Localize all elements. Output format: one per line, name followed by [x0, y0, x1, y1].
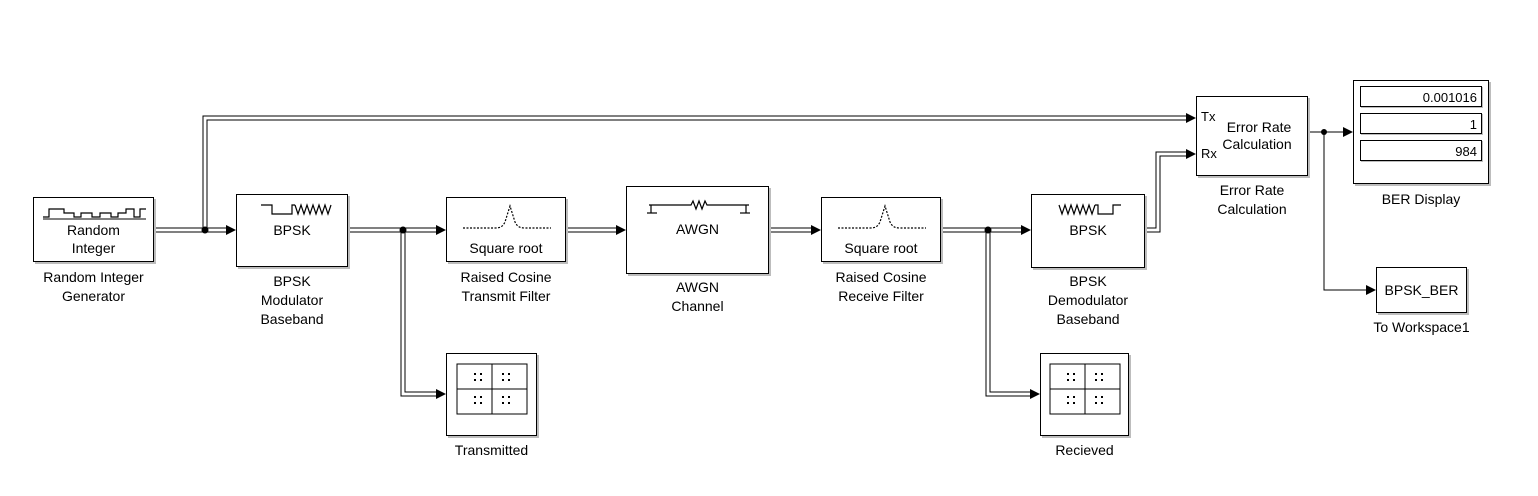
- arrowheads: [226, 113, 1376, 399]
- awgn-caption: AWGN Channel: [671, 279, 724, 314]
- to-workspace-caption: To Workspace1: [1373, 319, 1470, 335]
- line-randint-to-errorrate-tx: [202, 115, 1186, 230]
- line-bpsk-to-txfilter: [348, 227, 436, 233]
- bpsk-demodulator-caption: BPSK Demodulator Baseband: [1047, 273, 1129, 327]
- to-workspace-label: BPSK_BER: [1384, 282, 1459, 298]
- random-integer-label-2: Integer: [71, 240, 116, 256]
- random-integer-label-1: Random: [67, 222, 120, 238]
- line-rxfilter-to-demod: [941, 227, 1021, 233]
- line-awgn-to-rxfilter: [769, 227, 811, 233]
- bpsk-demodulator-waveform-icon: [1058, 203, 1121, 216]
- error-count-field: 1: [1360, 113, 1482, 134]
- bit-count-field: 984: [1360, 140, 1482, 161]
- awgn-noise-icon: [647, 199, 750, 214]
- tx-filter-label: Square root: [469, 240, 543, 256]
- bpsk-modulator-waveform-icon: [261, 203, 332, 216]
- bpsk-modulator-label: BPSK: [273, 222, 311, 238]
- line-rxfilter-to-scope-rx: [985, 230, 1030, 397]
- line-randint-to-bpsk: [154, 227, 226, 233]
- junction-dots: [201, 129, 1327, 234]
- bpsk-modulator-block[interactable]: BPSK: [236, 194, 348, 267]
- received-scope-block[interactable]: [1040, 353, 1129, 436]
- bpsk-modulator-caption: BPSK Modulator Baseband: [260, 273, 324, 327]
- error-rate-caption: Error Rate Calculation: [1217, 182, 1287, 217]
- transmitted-scope-block[interactable]: [446, 353, 537, 436]
- line-txfilter-to-awgn: [566, 227, 616, 233]
- port-rx-label: Rx: [1201, 146, 1217, 161]
- error-rate-label-2: Calculation: [1222, 136, 1292, 152]
- raised-cosine-transmit-filter-block[interactable]: Square root: [446, 197, 566, 262]
- awgn-channel-block[interactable]: AWGN: [626, 186, 769, 274]
- ber-value-field: 0.001016: [1360, 86, 1482, 107]
- constellation-icon: [1049, 363, 1121, 415]
- rx-filter-label: Square root: [844, 240, 918, 256]
- constellation-icon: [456, 363, 528, 415]
- ber-display-block[interactable]: 0.001016 1 984: [1353, 80, 1489, 184]
- ber-display-caption: BER Display: [1381, 191, 1461, 207]
- error-rate-label-1: Error Rate: [1226, 119, 1292, 135]
- random-integer-waveform-icon: [43, 208, 146, 220]
- error-rate-calculation-block[interactable]: Tx Rx Error Rate Calculation: [1196, 96, 1308, 176]
- port-tx-label: Tx: [1201, 109, 1216, 124]
- random-integer-caption: Random Integer Generator: [43, 269, 144, 304]
- line-demod-to-errorrate-rx: [1145, 151, 1186, 233]
- tx-filter-pulse-icon: [463, 203, 551, 229]
- rx-filter-pulse-icon: [838, 203, 926, 229]
- line-bpsk-to-scope-tx: [400, 230, 436, 397]
- bpsk-demodulator-label: BPSK: [1069, 222, 1107, 238]
- bpsk-demodulator-block[interactable]: BPSK: [1031, 194, 1145, 268]
- random-integer-generator-block[interactable]: Random Integer: [33, 197, 154, 262]
- awgn-label: AWGN: [675, 221, 720, 237]
- tx-filter-caption: Raised Cosine Transmit Filter: [460, 269, 552, 304]
- received-caption: Recieved: [1055, 442, 1114, 458]
- transmitted-caption: Transmitted: [454, 442, 529, 458]
- raised-cosine-receive-filter-block[interactable]: Square root: [821, 197, 941, 262]
- rx-filter-caption: Raised Cosine Receive Filter: [835, 269, 927, 304]
- to-workspace-block[interactable]: BPSK_BER: [1376, 267, 1467, 313]
